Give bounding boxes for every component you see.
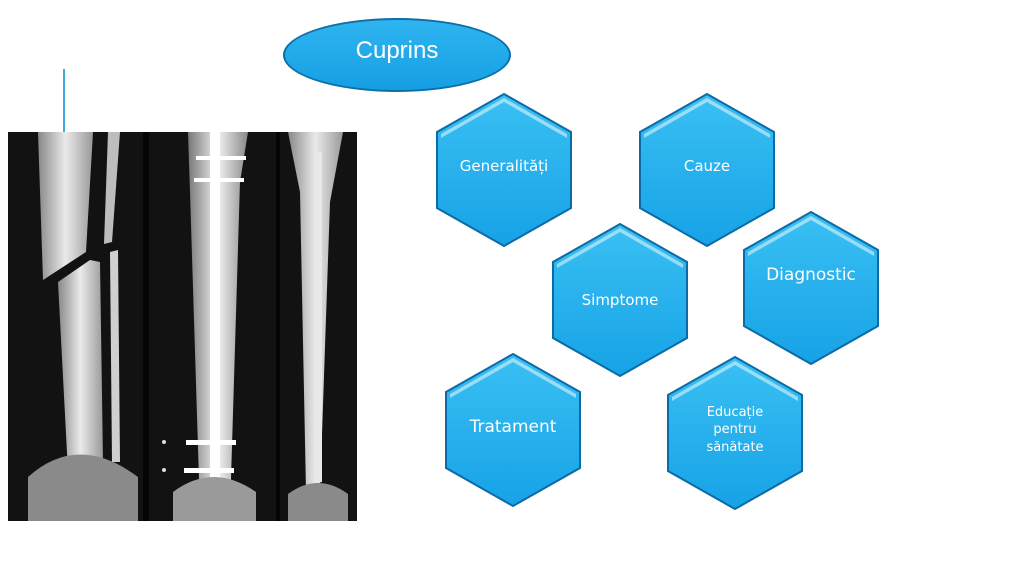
hex-label: Generalități xyxy=(459,156,549,175)
hex-tratament: Tratament xyxy=(443,352,583,508)
xray-image xyxy=(8,132,357,521)
accent-line xyxy=(63,69,65,132)
hex-label: Simptome xyxy=(581,290,659,309)
hex-educatie: Educație pentru sănătate xyxy=(665,355,805,511)
hex-label: Diagnostic xyxy=(766,265,856,286)
hex-label: Tratament xyxy=(469,417,557,438)
hex-simptome: Simptome xyxy=(550,222,690,378)
title-ellipse: Cuprins xyxy=(283,18,511,92)
hex-diagnostic: Diagnostic xyxy=(741,210,881,366)
hex-label: Educație pentru sănătate xyxy=(706,404,764,455)
hex-label: Cauze xyxy=(683,156,731,175)
page-title: Cuprins xyxy=(355,37,439,64)
hex-cauze: Cauze xyxy=(637,92,777,248)
hex-generalitati: Generalități xyxy=(434,92,574,248)
